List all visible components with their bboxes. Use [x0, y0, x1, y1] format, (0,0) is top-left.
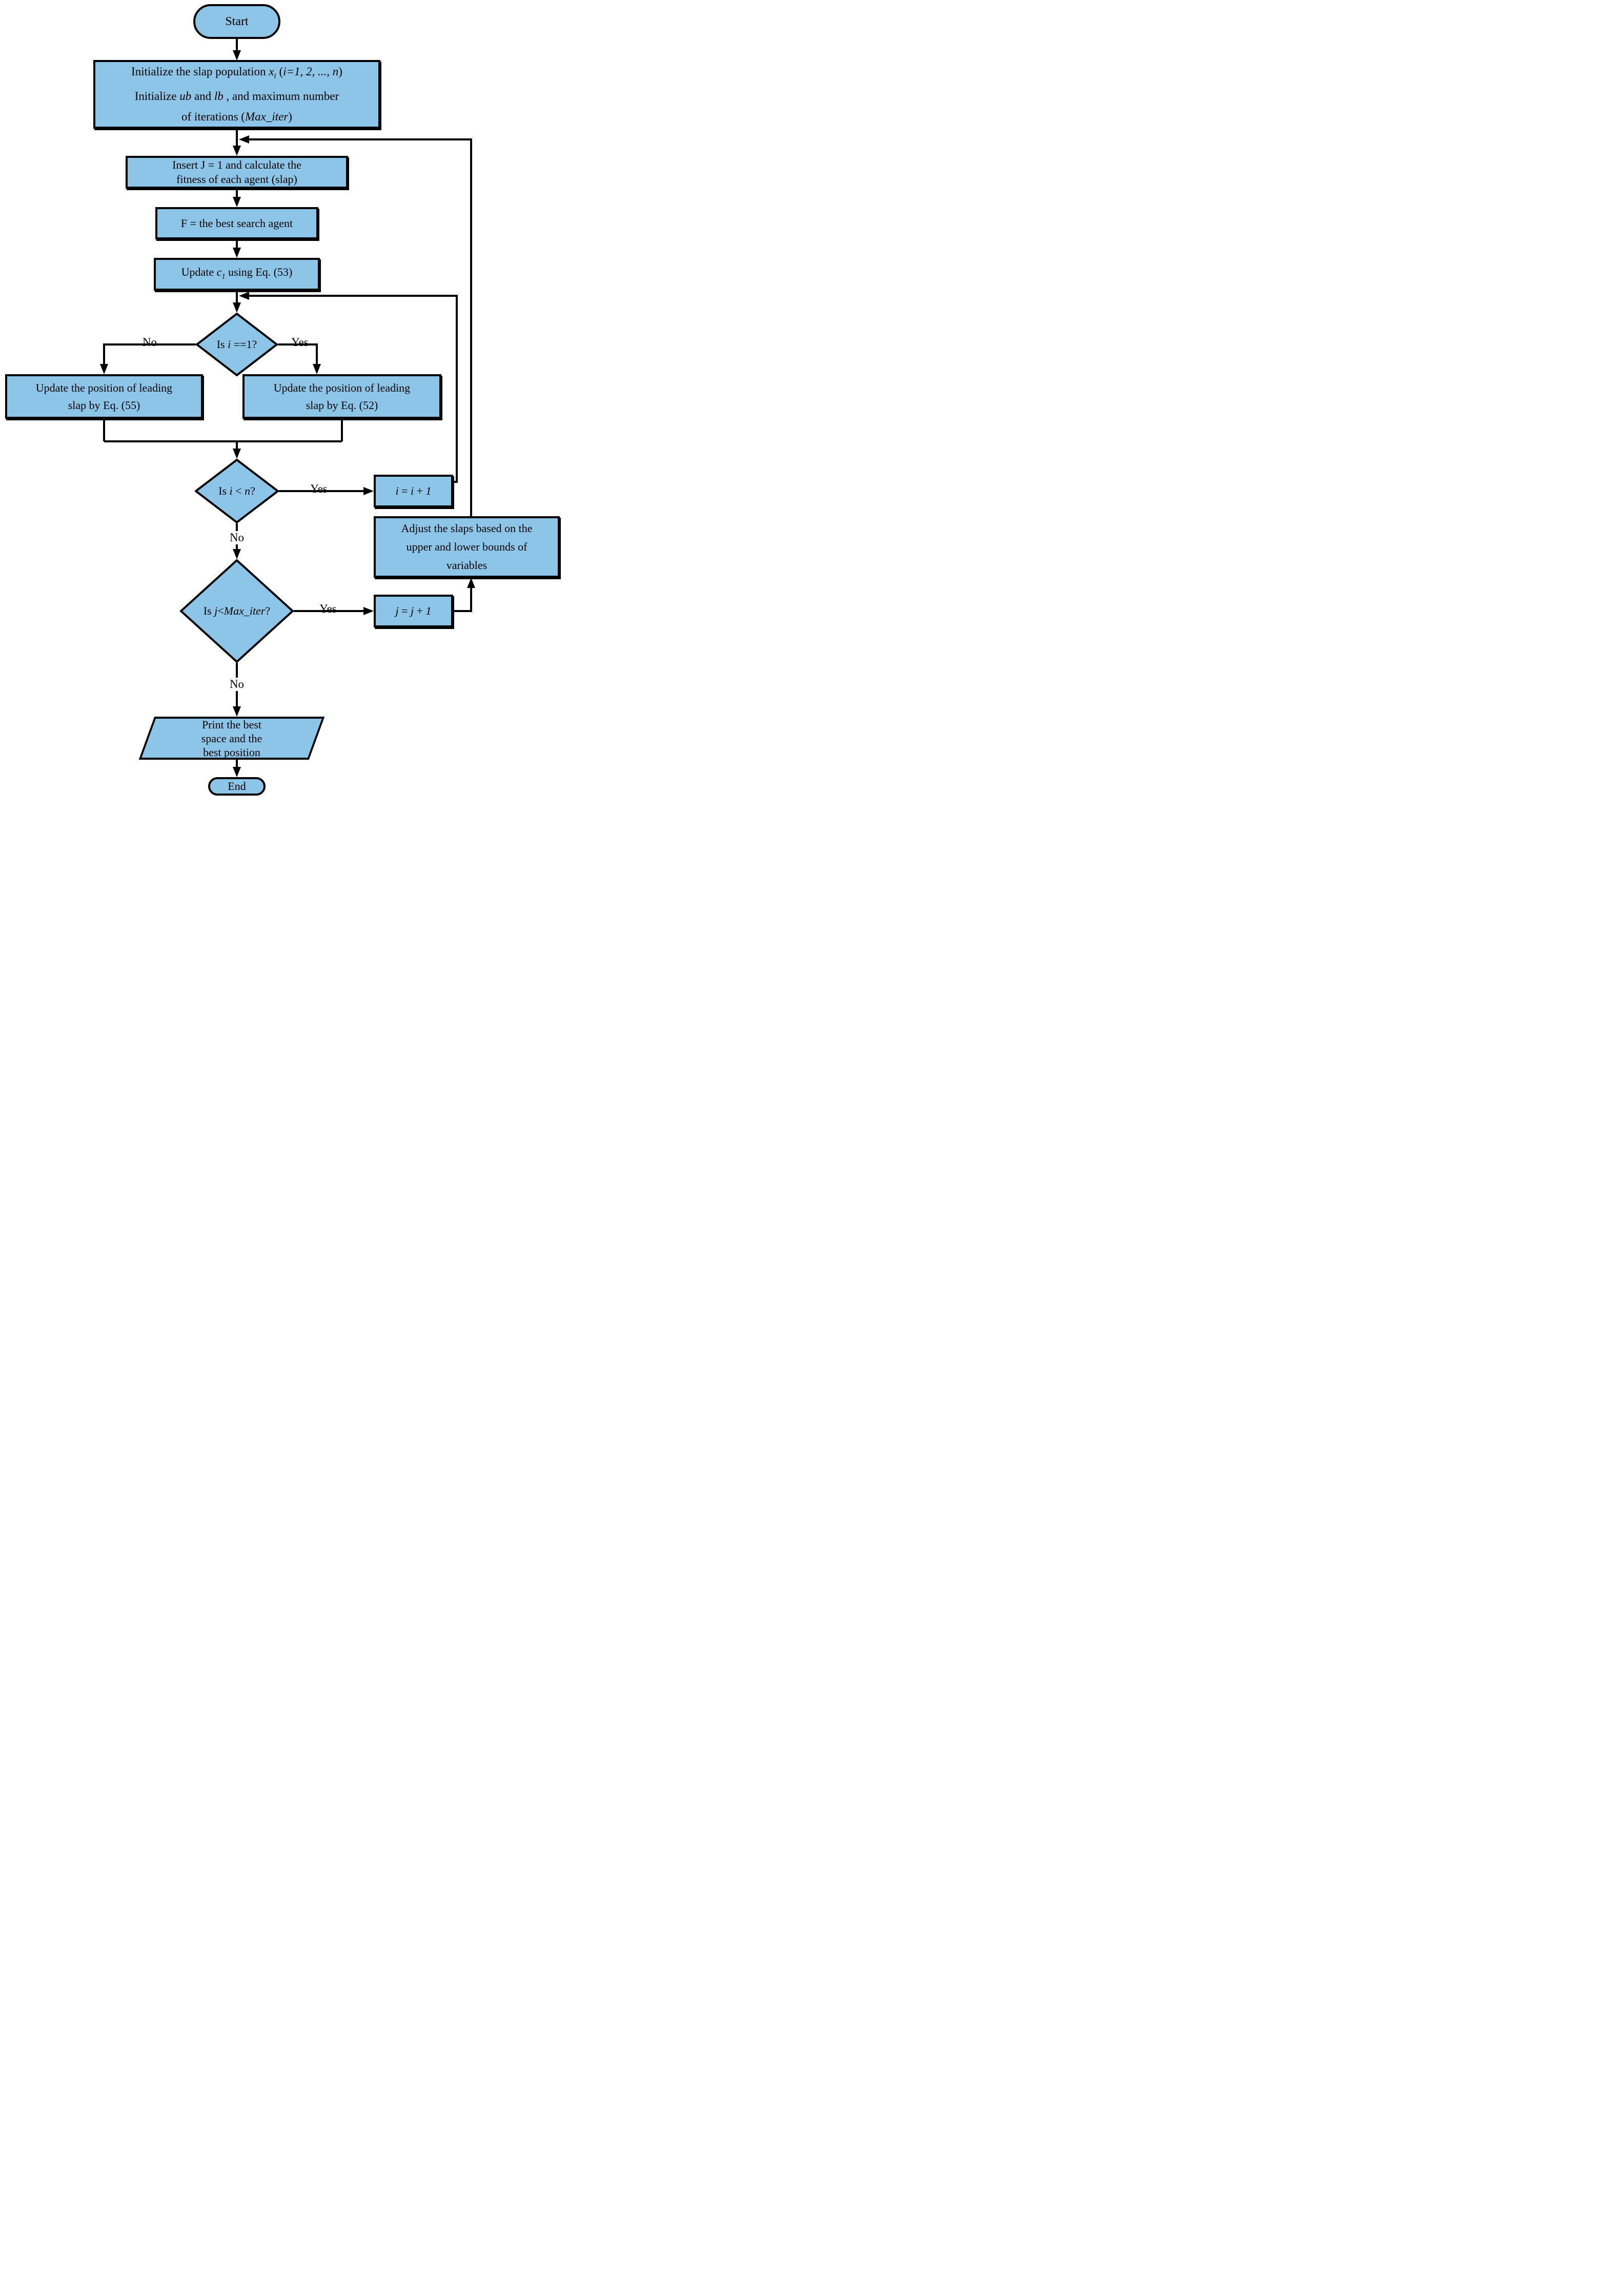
- best-search-agent-node: F = the best search agent: [155, 207, 318, 239]
- connector-layer: [100, 39, 475, 777]
- decision-i-less-n-shape: [195, 459, 279, 523]
- update-leading-eq55-node: Update the position of leading slap by E…: [5, 374, 203, 419]
- eq55-line-2: slap by Eq. (55): [68, 398, 140, 412]
- edge-decision1-yes: [278, 343, 321, 374]
- print-output-node: Print the best space and the best positi…: [135, 717, 328, 760]
- print-line-1: Print the best: [201, 718, 262, 731]
- decision-j-less-maxiter: Is j<Max_iter?: [180, 559, 294, 663]
- print-output-text: Print the best space and the best positi…: [201, 718, 262, 759]
- adjust-line-2: upper and lower bounds of: [406, 540, 527, 553]
- decision-i-less-n: Is i < n?: [195, 459, 279, 523]
- start-label: Start: [225, 15, 249, 28]
- branch-label-yes-2: Yes: [310, 482, 328, 495]
- branch-label-yes-1: Yes: [291, 336, 309, 349]
- branch-label-yes-3: Yes: [319, 602, 337, 615]
- decision-i-equals-1-shape: [196, 313, 278, 376]
- decision-i-equals-1-label: Is i ==1?: [216, 338, 257, 351]
- update-c1-node: Update c1 using Eq. (53): [154, 258, 320, 291]
- flowchart-canvas: Start Initialize the slap population xi …: [0, 0, 564, 797]
- edge-decision1-no: [100, 343, 196, 374]
- print-line-2: space and the: [201, 732, 262, 745]
- decision-i-equals-1: Is i ==1?: [196, 313, 278, 376]
- insert-j-node: Insert J = 1 and calculate the fitness o…: [126, 156, 348, 189]
- edge-j-loop-back: [239, 135, 472, 516]
- initialize-population-node: Initialize the slap population xi (i=1, …: [93, 60, 380, 129]
- branch-label-no-1: No: [142, 336, 157, 349]
- eq52-line-1: Update the position of leading: [273, 381, 411, 394]
- edge-init-to-insert: [233, 129, 241, 156]
- decision-j-less-maxiter-shape: [180, 559, 294, 663]
- init-line-3: of iterations (Max_iter): [181, 110, 292, 124]
- edge-decision2-yes: [279, 487, 374, 495]
- update-leading-eq52-node: Update the position of leading slap by E…: [242, 374, 441, 419]
- eq52-line-2: slap by Eq. (52): [306, 398, 378, 412]
- end-node: End: [208, 777, 266, 796]
- adjust-line-3: variables: [446, 559, 488, 572]
- edge-merge-to-decision2: [103, 419, 343, 459]
- edge-incrementj-to-adjust: [453, 578, 475, 612]
- edge-best-to-updatec1: [233, 239, 241, 258]
- increment-j-label: j = j + 1: [395, 604, 432, 617]
- increment-j-node: j = j + 1: [374, 595, 453, 627]
- increment-i-label: i = i + 1: [395, 484, 432, 497]
- decision-i-less-n-label: Is i < n?: [218, 484, 255, 497]
- print-line-3: best position: [203, 745, 260, 759]
- edge-i-loop-back: [239, 292, 458, 483]
- init-line-2: Initialize ub and lb , and maximum numbe…: [134, 90, 339, 103]
- increment-i-node: i = i + 1: [374, 475, 453, 507]
- eq55-line-1: Update the position of leading: [35, 381, 173, 394]
- adjust-line-1: Adjust the slaps based on the: [401, 522, 533, 535]
- insert-j-line-1: Insert J = 1 and calculate the: [172, 158, 301, 171]
- decision-j-less-maxiter-label: Is j<Max_iter?: [203, 604, 271, 617]
- best-search-agent-label: F = the best search agent: [180, 216, 293, 230]
- end-label: End: [228, 780, 246, 793]
- branch-label-no-2: No: [227, 531, 247, 544]
- insert-j-line-2: fitness of each agent (slap): [176, 173, 297, 186]
- edge-updatec1-to-decision1: [233, 291, 241, 313]
- adjust-slaps-node: Adjust the slaps based on the upper and …: [374, 516, 560, 578]
- edge-print-to-end: [233, 760, 241, 777]
- branch-label-no-3: No: [227, 678, 247, 691]
- init-line-1: Initialize the slap population xi (i=1, …: [131, 65, 342, 80]
- edge-start-to-init: [233, 39, 241, 60]
- update-c1-label: Update c1 using Eq. (53): [181, 265, 293, 281]
- edge-insert-to-best: [233, 189, 241, 207]
- start-node: Start: [193, 4, 280, 39]
- edge-decision3-yes: [294, 607, 374, 615]
